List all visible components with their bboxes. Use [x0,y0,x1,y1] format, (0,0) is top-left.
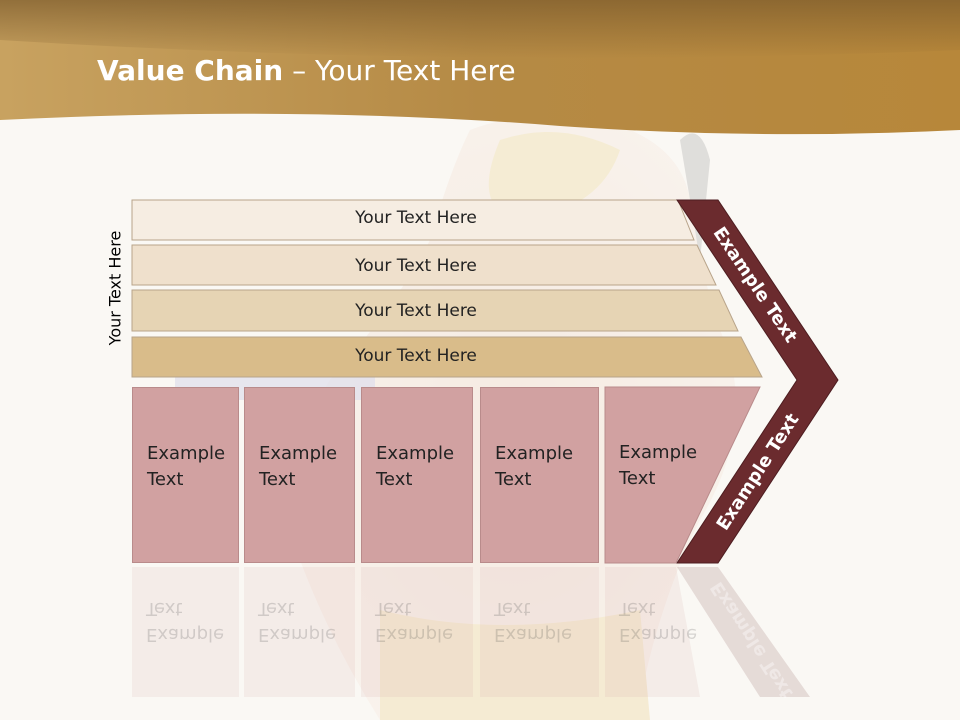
reflection-2-text: Example Text [258,598,337,645]
reflection-3-text: Example Text [375,598,454,645]
bar-label-1: Your Text Here [355,208,477,228]
primary-box-5: Example Text [605,387,725,563]
primary-box-2-text: Example Text [259,443,338,490]
reflection-5-text: Example Text [619,598,698,645]
primary-box-5-shape [604,386,761,564]
primary-box-2: Example Text [244,387,355,563]
primary-box-3: Example Text [361,387,473,563]
bar-1 [131,199,695,241]
primary-box-1: Example Text [132,387,239,563]
bar-label-4: Your Text Here [355,346,477,366]
reflection-5: Example Text [605,567,715,697]
bar-label-3: Your Text Here [355,301,477,321]
reflection-layer [132,567,810,697]
bar-label-2: Your Text Here [355,256,477,276]
primary-box-1-text: Example Text [147,443,226,490]
slide-title: Value Chain – Your Text Here [97,54,516,87]
bar-4 [131,336,763,378]
margin-chevron [676,199,839,564]
primary-box-5-text: Example Text [619,442,698,489]
reflection-2: Example Text [244,567,355,697]
primary-box-4-text: Example Text [495,443,574,490]
primary-box-4: Example Text [480,387,599,563]
reflection-4-text: Example Text [494,598,573,645]
bar-2 [131,244,717,286]
reflection-4: Example Text [480,567,599,697]
slide-title-rest: – Your Text Here [283,54,516,87]
reflection-3: Example Text [361,567,473,697]
primary-box-3-text: Example Text [376,443,455,490]
reflection-1: Example Text [132,567,239,697]
reflection-1-text: Example Text [146,598,225,645]
bar-3 [131,289,739,332]
slide-title-bold: Value Chain [97,54,284,87]
